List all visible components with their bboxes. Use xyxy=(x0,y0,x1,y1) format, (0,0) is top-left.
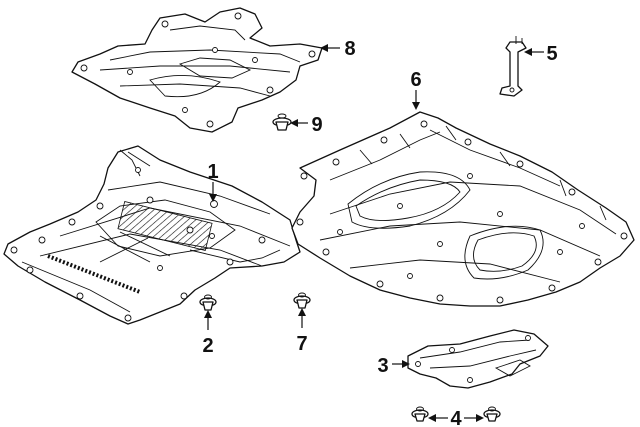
leader-8 xyxy=(320,44,340,52)
part-3-side-shield[interactable] xyxy=(407,329,549,389)
part-7-push-pin[interactable] xyxy=(293,292,311,309)
callout-4: 4 xyxy=(450,408,462,427)
leader-2 xyxy=(204,310,212,330)
callout-6: 6 xyxy=(410,69,421,91)
leader-1 xyxy=(209,182,217,202)
callout-7: 7 xyxy=(296,333,307,355)
part-8-upper-shield[interactable] xyxy=(71,7,323,133)
leader-5 xyxy=(524,48,544,56)
leader-4 xyxy=(428,414,484,422)
part-4-push-pin-right[interactable] xyxy=(483,406,501,422)
callout-1: 1 xyxy=(207,161,218,183)
part-9-push-pin[interactable] xyxy=(272,113,292,131)
part-5-bracket[interactable] xyxy=(499,36,527,97)
part-4-push-pin-left[interactable] xyxy=(411,406,429,422)
callout-3: 3 xyxy=(377,355,388,377)
leader-7 xyxy=(298,308,306,328)
leader-6 xyxy=(412,90,420,110)
part-1-front-shield[interactable] xyxy=(3,145,301,325)
callout-5: 5 xyxy=(546,43,557,65)
callout-9: 9 xyxy=(311,114,322,136)
leader-9 xyxy=(290,119,308,127)
part-2-push-pin[interactable] xyxy=(199,294,217,311)
callout-8: 8 xyxy=(344,38,355,60)
leader-3 xyxy=(392,360,410,368)
part-6-rear-shield[interactable] xyxy=(291,111,635,307)
callout-2: 2 xyxy=(202,335,213,357)
